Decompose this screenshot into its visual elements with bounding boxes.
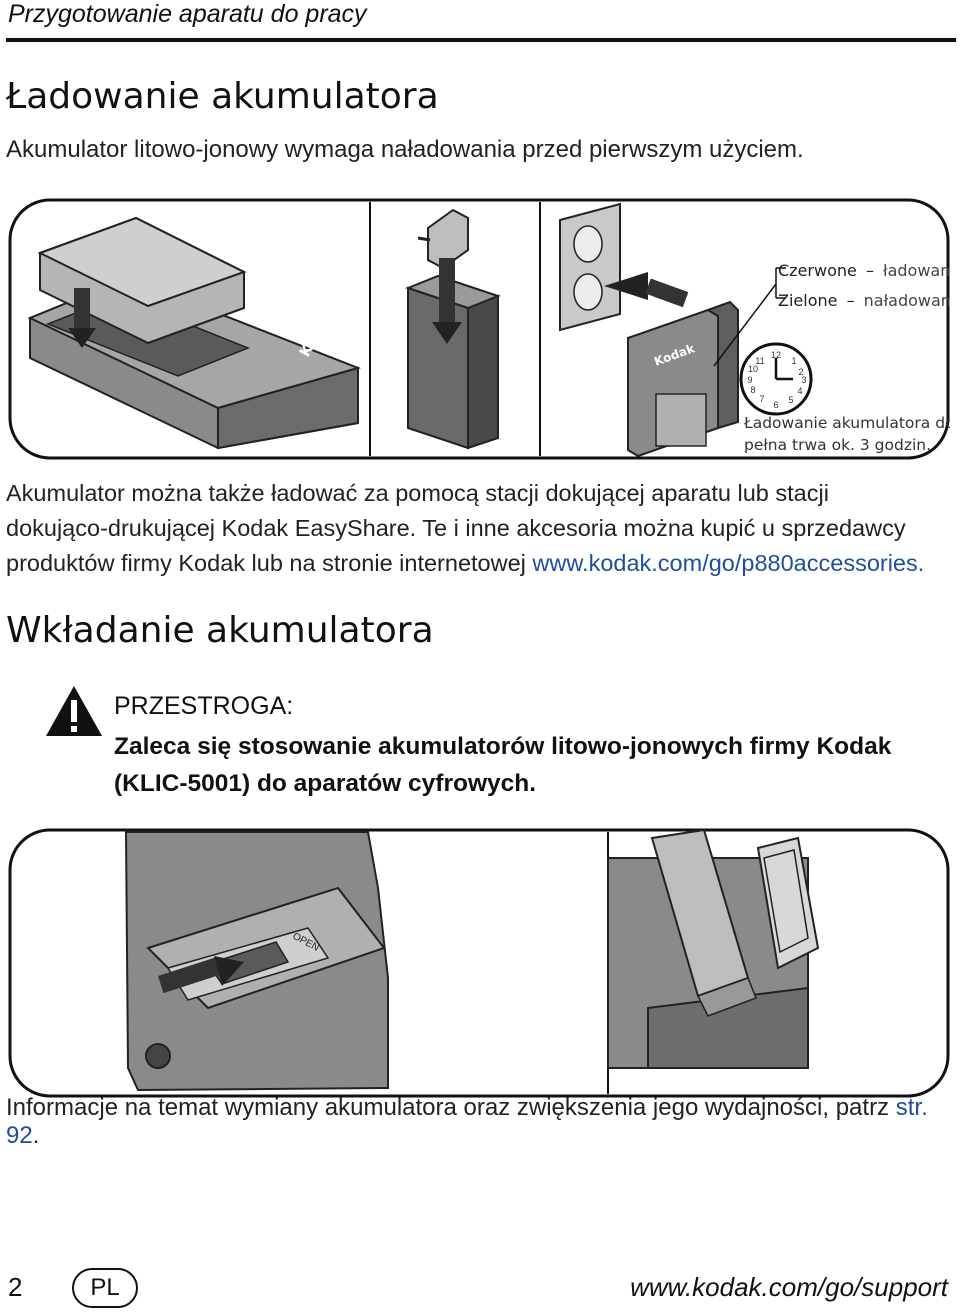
page-number: 2	[8, 1272, 23, 1302]
right-arrow-icon	[158, 956, 244, 994]
header-rule	[6, 38, 956, 42]
section-header: Przygotowanie aparatu do pracy	[8, 0, 367, 28]
down-arrow-icon	[68, 288, 96, 348]
down-arrow-icon	[432, 258, 462, 344]
caution-text: Zaleca się stosowanie akumulatorów litow…	[114, 733, 892, 797]
paragraph-line: produktów firmy Kodak lub na stronie int…	[6, 550, 925, 576]
plug-panel	[405, 208, 501, 450]
paragraph-line: dokująco-drukującej Kodak EasyShare. Te …	[6, 515, 906, 541]
charge-time-note-line1: Ładowanie akumulatora do	[743, 414, 950, 432]
left-arrow-icon	[604, 272, 689, 308]
svg-text:9: 9	[747, 375, 752, 385]
battery-insert-panel	[607, 828, 820, 1069]
support-url[interactable]: www.kodak.com/go/support	[630, 1272, 948, 1302]
legend-red-word: Czerwone	[778, 261, 857, 280]
legend-green-word: Zielone	[778, 291, 837, 310]
insertion-figure: OPEN	[8, 828, 950, 1098]
svg-text:5: 5	[788, 395, 793, 405]
svg-text:11: 11	[755, 356, 764, 366]
svg-text:8: 8	[750, 385, 755, 395]
svg-text:Czerwone – ładowanie: Czerwone – ładowanie	[778, 261, 950, 280]
page-ref-link[interactable]: str. 92	[6, 1094, 928, 1149]
svg-text:Zielone – naładowany: Zielone – naładowany	[778, 291, 950, 310]
svg-text:10: 10	[748, 364, 758, 374]
legend-green-state: naładowany	[864, 291, 950, 310]
caution-label: PRZESTROGA:	[114, 692, 294, 720]
svg-text:6: 6	[773, 400, 778, 410]
charge-time-note-line2: pełna trwa ok. 3 godzin.	[744, 436, 931, 454]
svg-text:2: 2	[798, 367, 803, 377]
charging-paragraph: Akumulator można także ładować za pomocą…	[6, 476, 946, 581]
outlet-panel: Kodak 12 1 2 3 4 5 6 7 8 9 10 11	[559, 202, 813, 458]
paragraph-line: Akumulator można także ładować za pomocą…	[6, 480, 829, 506]
camera-bottom-panel: OPEN	[124, 831, 389, 1092]
svg-text:4: 4	[797, 386, 802, 396]
charging-lead: Akumulator litowo-jonowy wymaga naładowa…	[6, 136, 804, 163]
language-badge: PL	[72, 1268, 138, 1308]
footnote: Informacje na temat wymiany akumulatora …	[6, 1094, 928, 1149]
charging-title: Ładowanie akumulatora	[6, 76, 439, 117]
clock-icon: 12 1 2 3 4 5 6 7 8 9 10 11	[739, 342, 813, 416]
svg-text:3: 3	[801, 375, 806, 385]
charger-panel: Kodak	[27, 216, 362, 450]
legend-red-state: ładowanie	[883, 261, 950, 280]
inserting-title: Wkładanie akumulatora	[6, 610, 434, 651]
charging-figure: Kodak Kodak	[8, 198, 950, 460]
svg-text:1: 1	[791, 356, 796, 366]
accessories-link[interactable]: www.kodak.com/go/p880accessories.	[532, 550, 925, 576]
svg-text:7: 7	[759, 394, 764, 404]
warning-icon	[46, 686, 102, 736]
svg-text:12: 12	[771, 350, 781, 360]
